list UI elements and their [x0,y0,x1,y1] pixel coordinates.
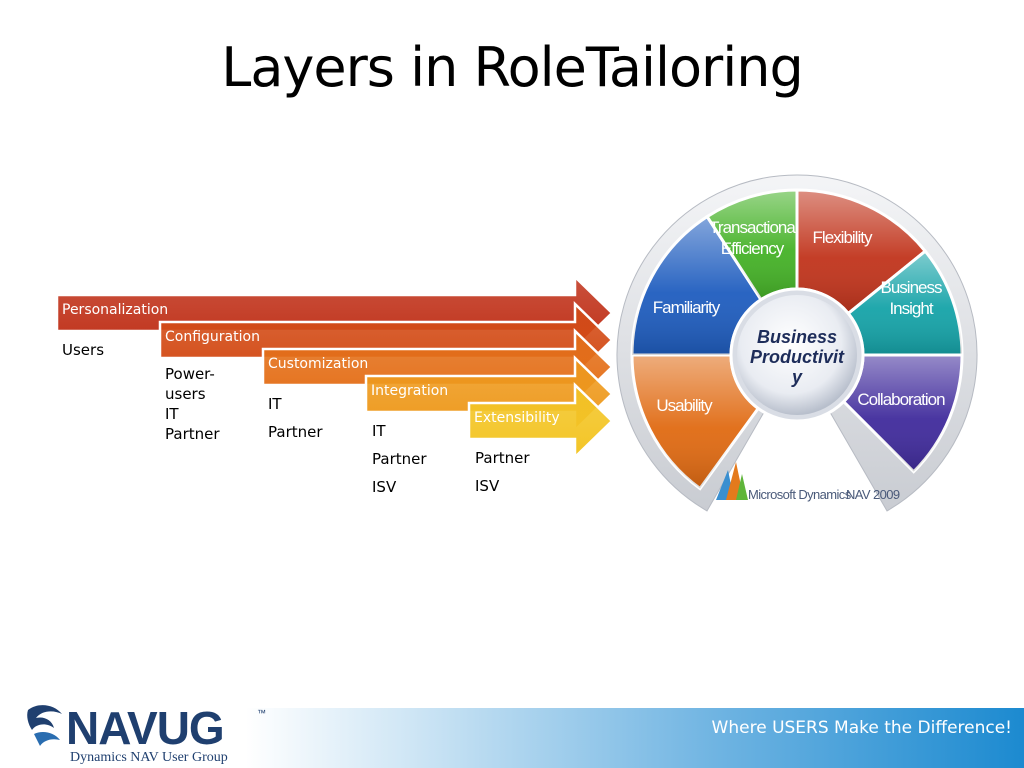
layer-label-integration: Integration [371,383,448,399]
audience-item: IT [268,395,282,413]
wheel-hub [737,295,857,415]
navug-swirl-icon [27,705,62,746]
wheel-label-flexibility: Flexibility [813,228,873,247]
microsoft-dynamics-logo-text: Microsoft Dynamics [748,487,852,502]
wheel-segment-gloss [848,251,962,355]
audience-list-personalization: Users [62,336,104,364]
audience-item: IT [372,422,386,440]
navug-subtitle: Dynamics NAV User Group [70,750,228,765]
audience-item: Partner [165,425,220,443]
layer-label-personalization: Personalization [62,302,168,318]
audience-item: ISV [372,478,397,496]
audience-item: Power-users [165,365,215,403]
microsoft-dynamics-icon [716,462,748,500]
audience-item: Partner [475,449,530,467]
wheel-segment-gloss [707,190,797,300]
wheel-label-collaboration: Collaboration [857,390,945,409]
navug-logo: NAVUG ™ Dynamics NAV User Group [27,702,266,765]
layer-arrow-extensibility [467,382,614,460]
layer-label-extensibility: Extensibility [474,410,560,426]
wheel-segment-gloss [797,190,926,314]
navug-wordmark: NAVUG [66,702,224,754]
footer-band [0,708,1024,768]
audience-item: IT [165,405,179,423]
layer-label-customization: Customization [268,356,368,372]
microsoft-dynamics-logo-version: NAV 2009 [846,487,900,502]
audience-item: Partner [372,450,427,468]
wheel-label-usability: Usability [656,396,713,415]
audience-list-customization: IT Partner [268,390,323,446]
slide-title: Layers in RoleTailoring [221,36,804,99]
footer-tagline: Where USERS Make the Difference! [711,718,1012,738]
navug-trademark: ™ [257,708,266,718]
layer-label-configuration: Configuration [165,329,260,345]
audience-item: ISV [475,477,500,495]
wheel-label-familiarity: Familiarity [653,298,721,317]
wheel-segment-gloss [632,355,759,489]
wheel-segment-gloss [843,355,962,472]
audience-item: Users [62,341,105,359]
audience-item: Partner [268,423,323,441]
